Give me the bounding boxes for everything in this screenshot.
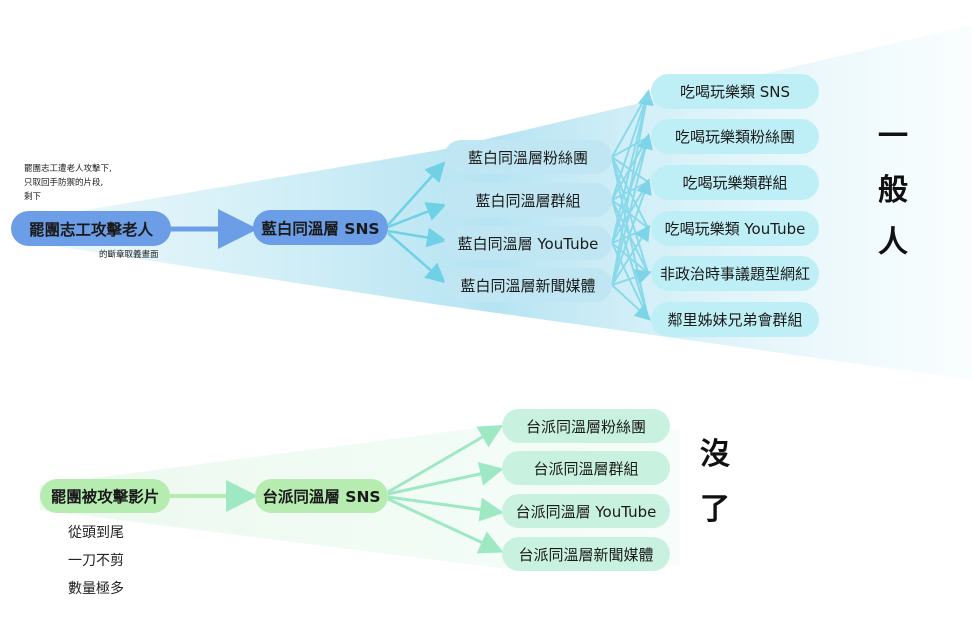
node-green-news-media[interactable]: 台派同溫層新聞媒體: [502, 537, 670, 571]
node-green-fanpage[interactable]: 台派同溫層粉絲團: [502, 409, 670, 443]
arrow-green-hub-to-group: [387, 462, 504, 496]
node-green-youtube[interactable]: 台派同溫層 YouTube: [502, 494, 670, 528]
source-note-above: 罷團志工遭老人攻擊下, 只取回手防禦的片段, 剩下: [24, 162, 112, 204]
node-blue-group[interactable]: 藍白同溫層群組: [444, 183, 612, 217]
node-non-political-influencer[interactable]: 非政治時事議題型網紅: [651, 256, 819, 291]
note-line-2: 只取回手防禦的片段,: [24, 178, 104, 188]
arrow-hub-to-group: [387, 202, 447, 229]
node-neighborhood-group[interactable]: 鄰里姊妹兄弟會群組: [651, 302, 819, 337]
arrow-green-hub-to-fanpage: [387, 424, 504, 494]
source-node-full-video[interactable]: 罷團被攻擊影片: [40, 479, 170, 513]
level1-to-level2-arrows: [611, 89, 654, 321]
source-note-full-video-line-3: 數量極多: [68, 581, 124, 597]
node-blue-youtube[interactable]: 藍白同溫層 YouTube: [444, 226, 612, 260]
source-node-attack-clip[interactable]: 罷團志工攻擊老人: [11, 211, 171, 246]
node-green-group[interactable]: 台派同溫層群組: [502, 451, 670, 485]
source-note-below: 的斷章取義畫面: [99, 250, 159, 260]
arrow-hub-to-news: [387, 232, 446, 284]
source-note-full-video-line-1: 從頭到尾: [68, 525, 124, 541]
arrow-hub-to-youtube: [387, 227, 447, 248]
node-food-fun-sns[interactable]: 吃喝玩樂類 SNS: [651, 74, 819, 109]
source-note-full-video-line-2: 一刀不剪: [68, 553, 124, 569]
note-line-3: 剩下: [24, 192, 42, 202]
hub-to-level1-arrows: [387, 161, 447, 284]
node-food-fun-group[interactable]: 吃喝玩樂類群組: [651, 165, 819, 200]
audience-char-3: 人: [878, 225, 908, 260]
audience-char-2: 般: [878, 173, 908, 208]
node-blue-fanpage[interactable]: 藍白同溫層粉絲團: [444, 140, 612, 174]
hub-node-taiwan-sns[interactable]: 台派同溫層 SNS: [255, 479, 388, 513]
node-food-fun-fanpage[interactable]: 吃喝玩樂類粉絲團: [651, 119, 819, 154]
node-food-fun-youtube[interactable]: 吃喝玩樂類 YouTube: [651, 211, 819, 246]
arrow-hub-to-fanpage: [387, 161, 446, 226]
result-char-2: 了: [700, 492, 730, 527]
hub-node-blue-white-sns[interactable]: 藍白同溫層 SNS: [253, 210, 388, 245]
result-char-1: 沒: [700, 437, 730, 472]
arrow-green-hub-to-news: [387, 497, 504, 554]
green-hub-to-level1-arrows: [387, 424, 504, 554]
node-blue-news-media[interactable]: 藍白同溫層新聞媒體: [444, 268, 612, 302]
audience-char-1: 一: [878, 119, 908, 154]
note-line-1: 罷團志工遭老人攻擊下,: [24, 164, 112, 174]
arrow-green-hub-to-youtube: [387, 495, 504, 522]
